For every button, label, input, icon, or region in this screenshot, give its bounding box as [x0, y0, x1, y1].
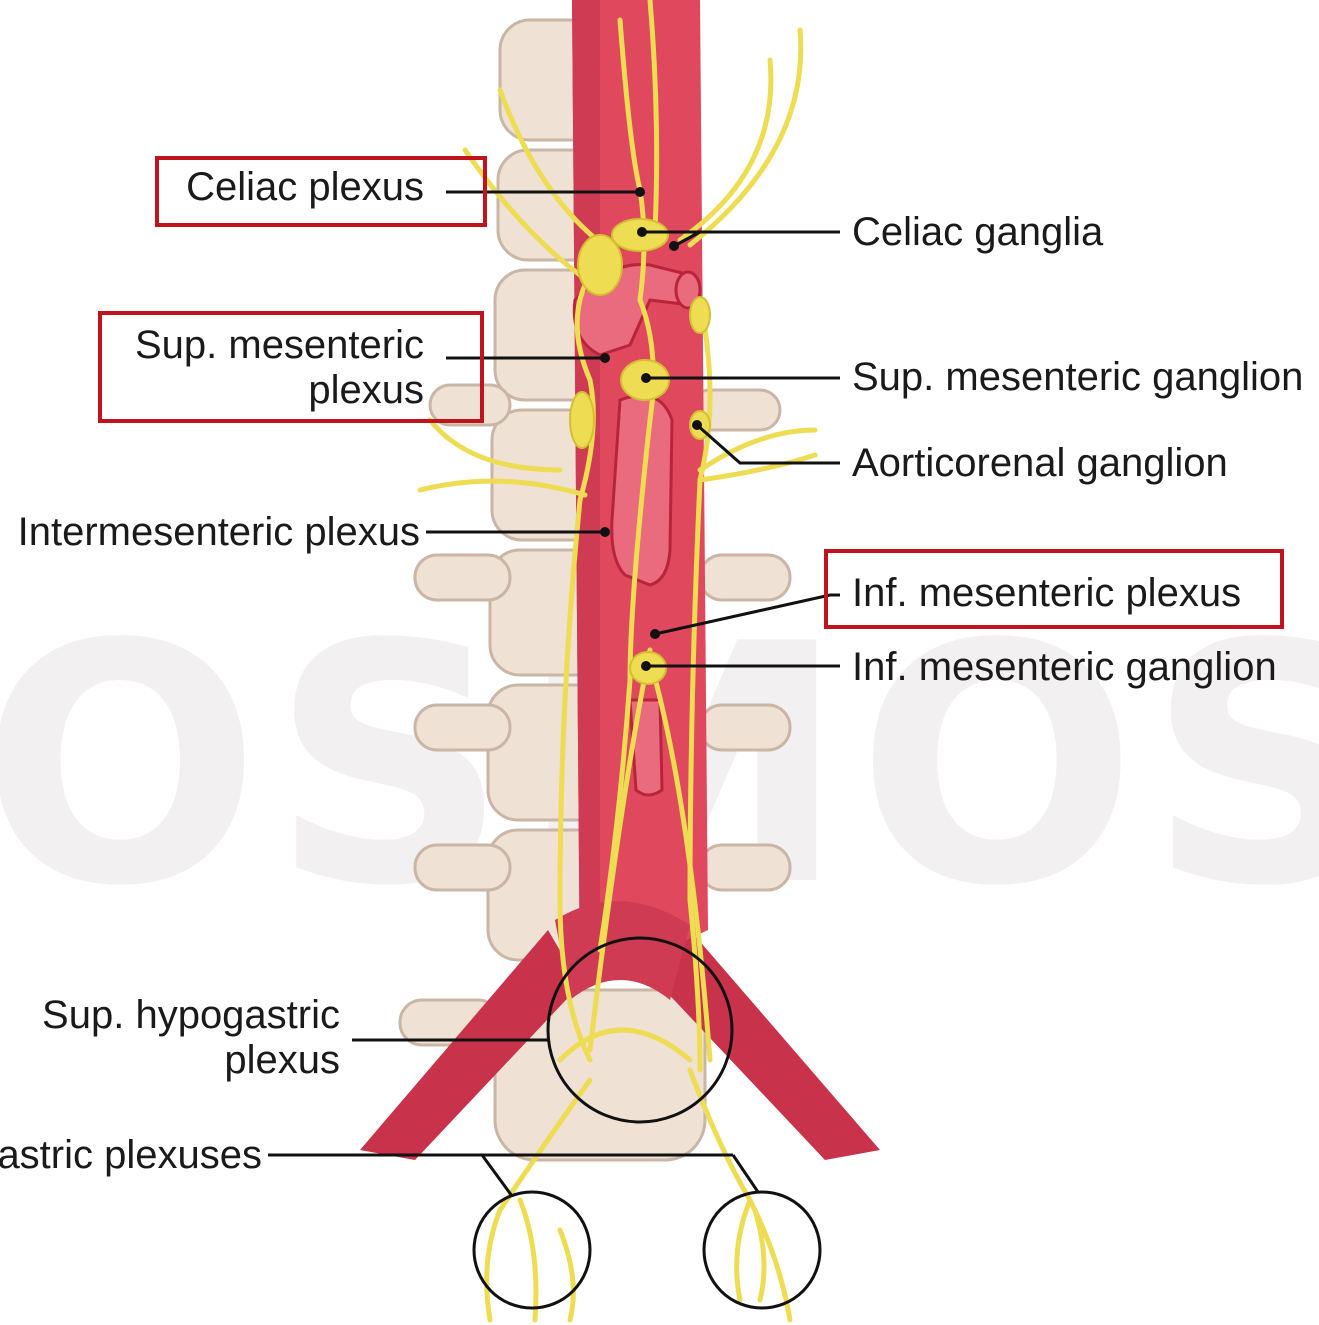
- label-intermesenteric-plexus: Intermesenteric plexus: [18, 510, 420, 554]
- label-sup-mesenteric-ganglion: Sup. mesenteric ganglion: [852, 355, 1303, 399]
- label-celiac-ganglia: Celiac ganglia: [852, 210, 1104, 254]
- label-celiac-plexus: Celiac plexus: [186, 165, 424, 209]
- label-hypogastric-plexuses: astric plexuses: [0, 1133, 262, 1177]
- label-inf-mesenteric-plexus: Inf. mesenteric plexus: [852, 571, 1241, 615]
- label-sup-mesenteric-plexus-line2: plexus: [308, 368, 424, 412]
- label-sup-mesenteric-plexus-line1: Sup. mesenteric: [135, 323, 424, 367]
- label-sup-hypogastric-plexus-line2: plexus: [224, 1038, 340, 1082]
- label-sup-hypogastric-plexus-line1: Sup. hypogastric: [42, 993, 340, 1037]
- label-inf-mesenteric-ganglion: Inf. mesenteric ganglion: [852, 645, 1277, 689]
- label-aorticorenal-ganglion: Aorticorenal ganglion: [852, 441, 1228, 485]
